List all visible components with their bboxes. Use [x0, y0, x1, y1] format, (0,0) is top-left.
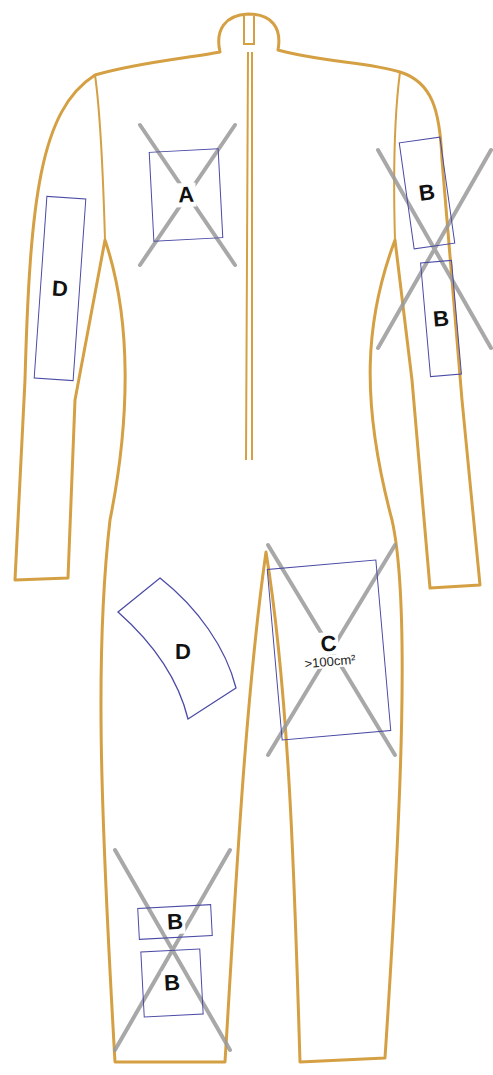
- cross-mark: [268, 545, 395, 755]
- patch-box: A: [149, 148, 224, 242]
- patch-box: B: [137, 904, 213, 940]
- patch-box: B: [420, 259, 462, 376]
- zone-letter: B: [430, 306, 452, 331]
- cross-mark: [378, 150, 491, 348]
- zone-letter: B: [416, 180, 439, 206]
- patch-box: B: [399, 137, 456, 250]
- zone-letter: B: [164, 910, 185, 934]
- zone-letter: C: [317, 631, 339, 656]
- area-note: >100cm²: [302, 652, 358, 670]
- sleeve-seam: [95, 72, 400, 240]
- zone-letter: A: [175, 183, 196, 207]
- patch-box: D: [34, 195, 87, 380]
- collar-tab: [244, 16, 254, 44]
- zone-letter: D: [49, 276, 70, 300]
- cross-mark: [115, 850, 230, 1050]
- patch-box: C>100cm²: [267, 560, 392, 741]
- suit-body: [15, 14, 480, 1062]
- zone-letter: D: [173, 640, 193, 663]
- patch-box: B: [140, 948, 203, 1017]
- zipper-seam: [246, 52, 252, 460]
- cross-mark: [140, 125, 235, 265]
- curved-patch-outline: [118, 578, 236, 719]
- patch-box: D: [118, 578, 238, 720]
- zone-letter: B: [161, 971, 182, 995]
